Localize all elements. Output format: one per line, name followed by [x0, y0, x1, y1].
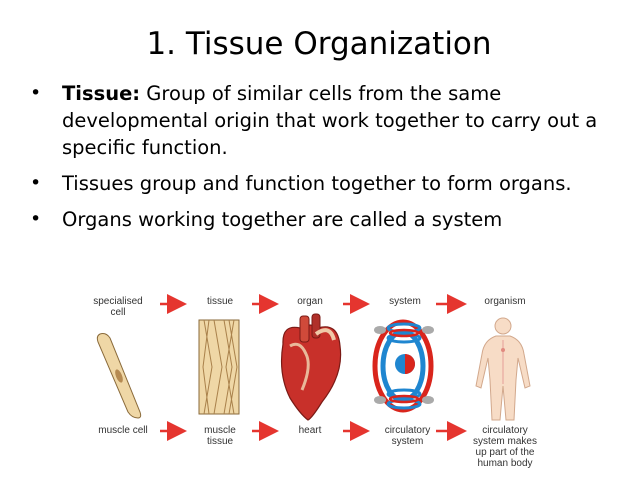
muscle-cell-icon — [96, 333, 142, 419]
label-heart: heart — [298, 425, 322, 436]
bullet-list: • Tissue: Group of similar cells from th… — [30, 80, 620, 242]
bullet-organs-system: • Organs working together are called a s… — [30, 206, 620, 233]
bullet-dot-icon: • — [30, 82, 42, 104]
circulatory-system-icon — [372, 319, 434, 413]
label-system: system — [389, 296, 421, 307]
human-body-icon — [475, 317, 531, 421]
bullet-term: Tissue: — [62, 82, 141, 105]
heart-icon — [280, 313, 342, 421]
slide-title: 1. Tissue Organization — [146, 26, 492, 62]
bullet-dot-icon: • — [30, 172, 42, 194]
label-organ: organ — [297, 296, 323, 307]
label-muscle-cell: muscle cell — [98, 425, 148, 436]
bullet-tissue-definition: • Tissue: Group of similar cells from th… — [30, 80, 620, 161]
bullet-dot-icon: • — [30, 208, 42, 230]
bullet-text: Group of similar cells from the same dev… — [62, 82, 598, 159]
label-tissue: tissue — [206, 296, 234, 307]
bullet-text: Organs working together are called a sys… — [62, 208, 503, 231]
bullet-text: Tissues group and function together to f… — [62, 172, 572, 195]
label-organism: organism — [484, 296, 526, 307]
muscle-tissue-icon — [198, 319, 240, 415]
diagram-artwork — [96, 294, 531, 441]
bullet-tissues-organs: • Tissues group and function together to… — [30, 170, 620, 197]
